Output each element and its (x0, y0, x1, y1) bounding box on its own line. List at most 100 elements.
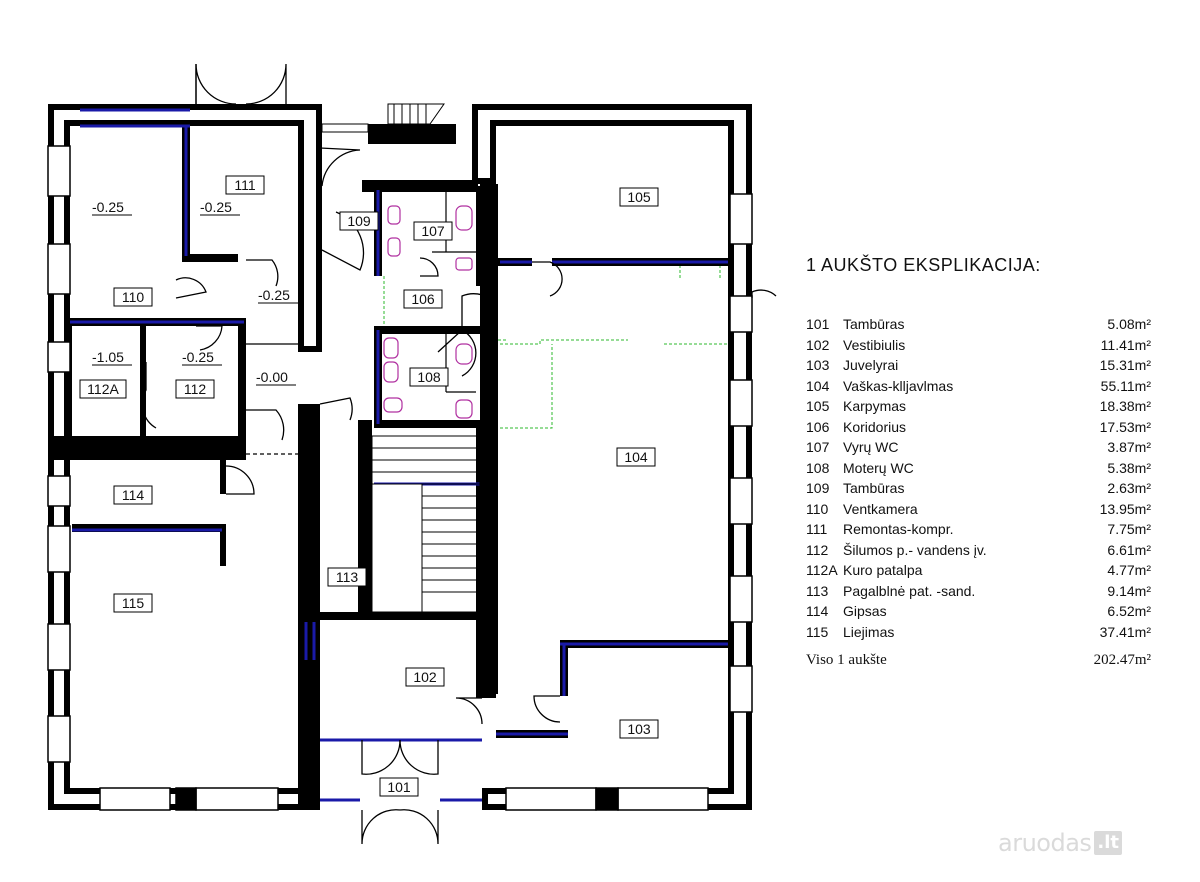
stairs (371, 103, 481, 613)
legend-row: 108 Moterų WC 5.38m² (806, 460, 1151, 481)
legend-room-number: 104 (806, 377, 830, 394)
room-label-111: 111 (225, 175, 265, 195)
legend-room-area: 55.11m² (1100, 377, 1151, 394)
legend-room-number: 115 (806, 623, 829, 640)
legend-room-name: Moterų WC (843, 459, 914, 476)
legend-room-name: Šilumos p.- vandens įv. (843, 541, 987, 558)
legend-title: 1 AUKŠTO EKSPLIKACIJA: (806, 255, 1041, 275)
svg-text:109: 109 (347, 213, 371, 229)
level-mark-110: -0.25 (92, 199, 124, 215)
legend-total-row: Viso 1 aukšte 202.47m² (806, 652, 1151, 669)
legend-room-area: 18.38m² (1099, 398, 1151, 414)
level-mark-hall: -0.00 (256, 369, 288, 385)
room-label-101: 101 (379, 777, 419, 797)
room-label-108: 108 (409, 367, 449, 387)
legend-room-area: 4.77m² (1107, 562, 1151, 578)
svg-text:104: 104 (624, 449, 648, 465)
legend-room-number: 110 (806, 500, 829, 517)
doors (141, 63, 777, 845)
legend-room-number: 103 (806, 357, 830, 373)
legend-row: 112 Šilumos p.- vandens įv. 6.61m² (806, 542, 1151, 563)
legend-room-name: Gipsas (843, 603, 887, 619)
svg-text:112: 112 (184, 381, 207, 397)
legend-room-name: Vyrų WC (843, 439, 899, 455)
legend-row: 111 Remontas-kompr. 7.75m² (806, 521, 1151, 542)
room-labels: 101 102 103 104 105 106 107 108 109 110 … (79, 175, 659, 797)
interior-walls (48, 126, 728, 810)
legend-room-area: 11.41m² (1100, 336, 1151, 353)
legend-room-number: 113 (806, 582, 829, 599)
legend-room: 111 Remontas-kompr. (806, 521, 953, 537)
legend-room: 112 Šilumos p.- vandens įv. (806, 542, 987, 558)
level-mark-112: -0.25 (182, 349, 214, 365)
legend-room-name: Tambūras (843, 480, 905, 496)
legend-room-name: Pagalblnė pat. -sand. (843, 582, 976, 599)
legend-room-name: Koridorius (843, 418, 907, 435)
legend-room-area: 6.52m² (1107, 603, 1151, 619)
legend-room-name: Vestibiulis (843, 336, 906, 353)
windows (70, 108, 728, 802)
legend-room-area: 13.95m² (1099, 500, 1151, 517)
legend-room-area: 15.31m² (1099, 357, 1151, 373)
floor-plan: 101 102 103 104 105 106 107 108 109 110 … (47, 63, 777, 845)
legend-room-area: 5.38m² (1107, 459, 1151, 476)
room-label-103: 103 (619, 719, 659, 739)
legend-room-number: 108 (806, 459, 830, 476)
room-label-114: 114 (113, 485, 153, 505)
legend-room-area: 7.75m² (1107, 521, 1151, 537)
legend-room-name: Remontas-kompr. (843, 521, 954, 537)
legend-room-name: Liejimas (843, 623, 895, 640)
watermark-tld-badge: .lt (1094, 831, 1123, 855)
level-mark-112a: -1.05 (92, 349, 124, 365)
svg-text:102: 102 (413, 669, 437, 685)
room-label-107: 107 (413, 221, 453, 241)
svg-text:114: 114 (122, 487, 145, 503)
legend-room-name: Karpymas (843, 398, 907, 414)
legend-room-area: 2.63m² (1107, 480, 1151, 496)
svg-text:112A: 112A (87, 381, 119, 397)
room-label-104: 104 (616, 447, 656, 467)
room-label-106: 106 (403, 289, 443, 309)
exterior-window-openings (47, 145, 753, 811)
legend-room: 113 Pagalblnė pat. -sand. (806, 583, 975, 599)
room-label-115: 115 (113, 593, 153, 613)
room-label-102: 102 (405, 667, 445, 687)
aruodas-watermark: aruodas .lt (998, 828, 1173, 858)
legend-room-number: 101 (806, 316, 830, 332)
svg-text:108: 108 (417, 369, 441, 385)
level-mark-corridor: -0.25 (258, 287, 290, 303)
legend-room-number: 112 (806, 541, 829, 558)
total-label: Viso 1 aukšte (806, 652, 887, 668)
legend-room-area: 5.08m² (1107, 316, 1151, 332)
wc-fixtures (383, 205, 473, 419)
ventilation-lines (383, 266, 728, 429)
legend-room-area: 3.87m² (1107, 439, 1151, 455)
legend-room-area: 17.53m² (1099, 418, 1151, 435)
legend-room-number: 106 (806, 418, 830, 435)
room-label-113: 113 (327, 567, 367, 587)
svg-text:113: 113 (336, 569, 359, 585)
svg-text:105: 105 (627, 189, 651, 205)
legend-room-area: 6.61m² (1107, 541, 1151, 558)
svg-text:106: 106 (411, 291, 435, 307)
legend-room-number: 107 (806, 439, 830, 455)
room-label-112: 112 (175, 379, 215, 399)
legend-room-number: 111 (806, 521, 828, 537)
legend-room: 115 Liejimas (806, 624, 894, 640)
floor-levels: -0.25 -0.25 -0.25 -1.05 -0.25 -0.00 (92, 199, 298, 386)
